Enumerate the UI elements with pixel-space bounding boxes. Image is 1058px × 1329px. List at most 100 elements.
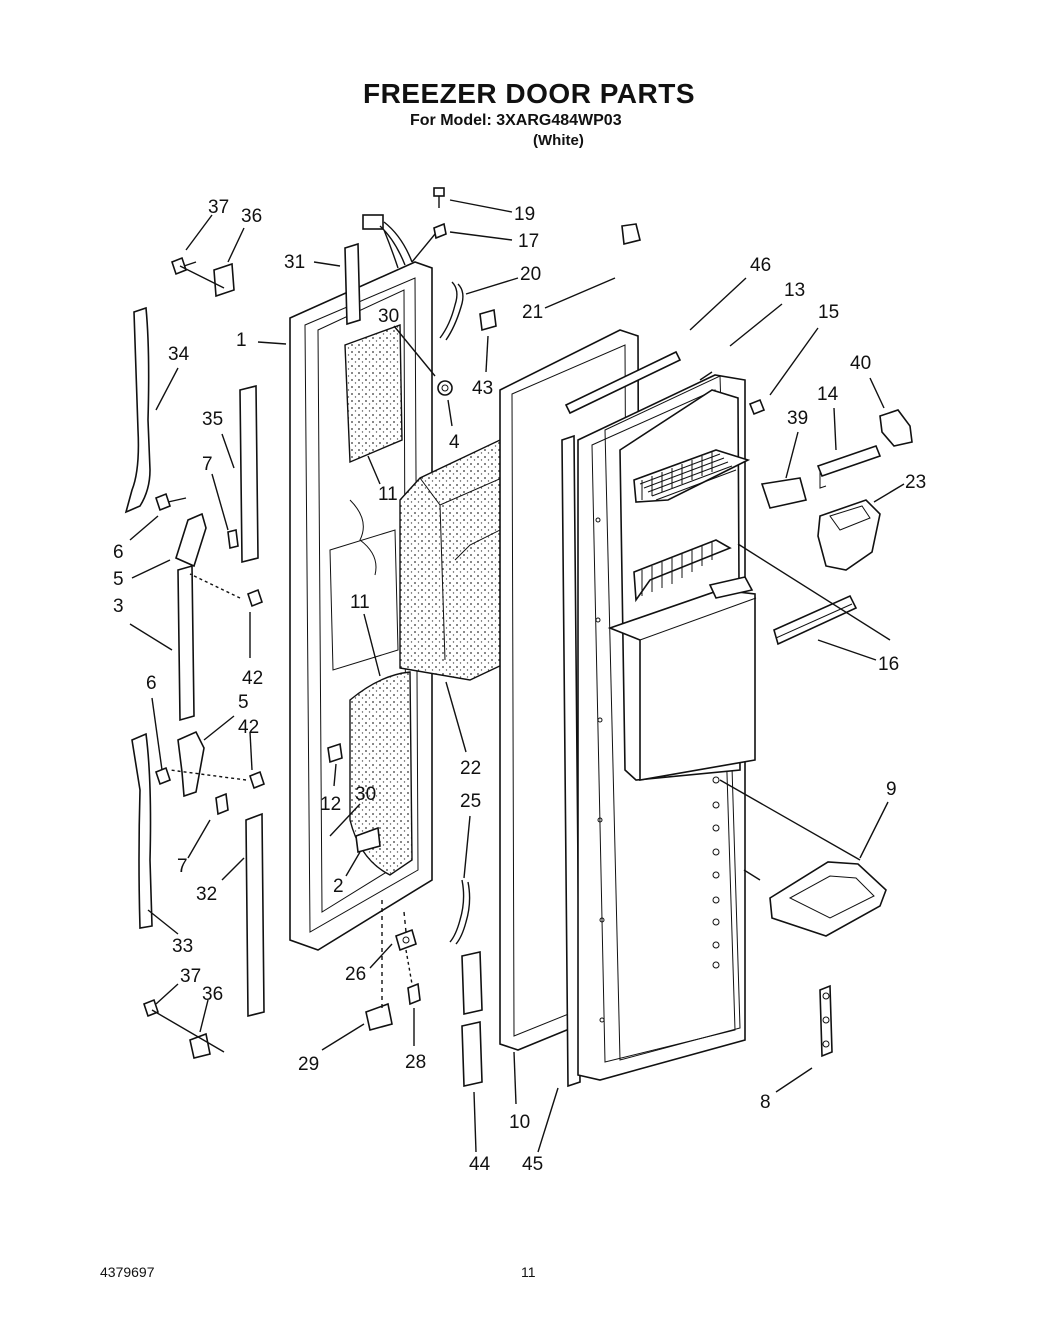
grommet-4	[437, 380, 453, 396]
callout-46: 46	[750, 255, 771, 276]
callout-21: 21	[522, 302, 543, 323]
screw-6-upper	[155, 492, 187, 512]
callout-6-lower: 6	[146, 673, 157, 694]
panel-44	[461, 951, 483, 1087]
page-number: 11	[521, 1264, 536, 1280]
bushing-26	[395, 928, 417, 952]
callout-37-top: 37	[208, 197, 229, 218]
callout-42-lower: 42	[238, 717, 259, 738]
callout-14: 14	[817, 384, 839, 405]
callout-4: 4	[449, 432, 460, 453]
bracket-36-bottom	[189, 1032, 211, 1059]
screw-holes	[712, 776, 720, 969]
callout-6-upper: 6	[113, 542, 124, 563]
callout-43: 43	[472, 378, 493, 399]
chute-23	[817, 499, 881, 571]
door-liner	[289, 261, 433, 951]
callout-22: 22	[460, 758, 481, 779]
callout-20: 20	[520, 264, 541, 285]
screw-6-lower	[155, 766, 171, 786]
wire-nut-17	[433, 222, 447, 240]
callout-7-upper: 7	[202, 454, 213, 475]
callout-11-upper: 11	[378, 484, 398, 505]
callout-44: 44	[469, 1154, 491, 1175]
callout-31: 31	[284, 252, 305, 273]
callout-28: 28	[405, 1052, 426, 1073]
bracket-36-top	[213, 262, 235, 298]
upper-insulation-foam	[344, 324, 403, 464]
callout-23: 23	[905, 472, 926, 493]
screw-15	[748, 398, 766, 416]
callout-1: 1	[236, 330, 247, 351]
hinge-29	[365, 1002, 393, 1031]
screw-42-upper	[247, 588, 263, 608]
callout-45: 45	[522, 1154, 543, 1175]
callout-19: 19	[514, 204, 535, 225]
wire-nut-21	[621, 223, 641, 245]
callout-33: 33	[172, 936, 193, 957]
callout-29: 29	[298, 1054, 319, 1075]
gasket-33	[131, 732, 153, 929]
callout-39: 39	[787, 408, 808, 429]
screw-37-top	[171, 256, 197, 276]
tray-9	[769, 861, 887, 937]
callout-36-bottom: 36	[202, 984, 223, 1005]
callout-42-upper: 42	[242, 668, 263, 689]
bracket-14	[816, 444, 882, 489]
callout-9: 9	[886, 779, 897, 800]
callout-8: 8	[760, 1092, 771, 1113]
callout-30-upper: 30	[378, 306, 399, 327]
gasket-strip-45	[561, 434, 581, 1088]
callout-2: 2	[333, 876, 344, 897]
screw-37-bottom	[143, 998, 159, 1018]
callout-37-bottom: 37	[180, 966, 201, 987]
tube-25	[449, 879, 471, 945]
callout-10: 10	[509, 1112, 530, 1133]
hinge-8	[819, 984, 833, 1058]
model-number: For Model: 3XARG484WP03	[410, 112, 622, 129]
leader-lines	[129, 199, 905, 1153]
callout-35: 35	[202, 409, 223, 430]
callout-40: 40	[850, 353, 871, 374]
callout-5-upper: 5	[113, 569, 124, 590]
screw-19	[433, 187, 445, 208]
callout-15: 15	[818, 302, 839, 323]
callout-7-lower: 7	[177, 856, 188, 877]
model-color: (White)	[533, 132, 584, 149]
pad-39	[760, 477, 807, 509]
trim-16	[773, 594, 858, 646]
door-panel-13	[577, 374, 757, 1081]
wire-harness	[362, 214, 441, 269]
callout-30-lower: 30	[355, 784, 376, 805]
callout-17: 17	[518, 231, 539, 252]
trim-32	[245, 812, 265, 1018]
clip-43	[479, 308, 497, 332]
clip-7-upper	[227, 529, 239, 549]
part-31-trim	[344, 242, 361, 326]
callout-11-lower: 11	[350, 592, 370, 613]
callout-32: 32	[196, 884, 217, 905]
cap-40	[879, 409, 913, 447]
clip-12	[327, 742, 343, 764]
callout-3: 3	[113, 596, 124, 617]
callout-34: 34	[168, 344, 190, 365]
lower-grille	[633, 539, 732, 603]
bracket-2	[355, 826, 381, 854]
callout-labels: 37 36 31 19 17 20 21 46 13 15 1 30 43 4 …	[113, 197, 926, 1175]
callout-12: 12	[320, 794, 341, 815]
screw-42-lower	[249, 770, 265, 790]
callout-25: 25	[460, 791, 481, 812]
drain-tube-20	[439, 281, 464, 341]
callout-13: 13	[784, 280, 805, 301]
hinge-5-lower	[177, 730, 205, 798]
callout-5-lower: 5	[238, 692, 249, 713]
callout-16: 16	[878, 654, 899, 675]
document-number: 4379697	[100, 1264, 155, 1280]
strip-3	[177, 564, 195, 722]
trim-35	[239, 384, 259, 564]
callout-26: 26	[345, 964, 366, 985]
hinge-5-upper	[175, 512, 207, 568]
callout-36-top: 36	[241, 206, 262, 227]
screw-28	[407, 982, 421, 1006]
